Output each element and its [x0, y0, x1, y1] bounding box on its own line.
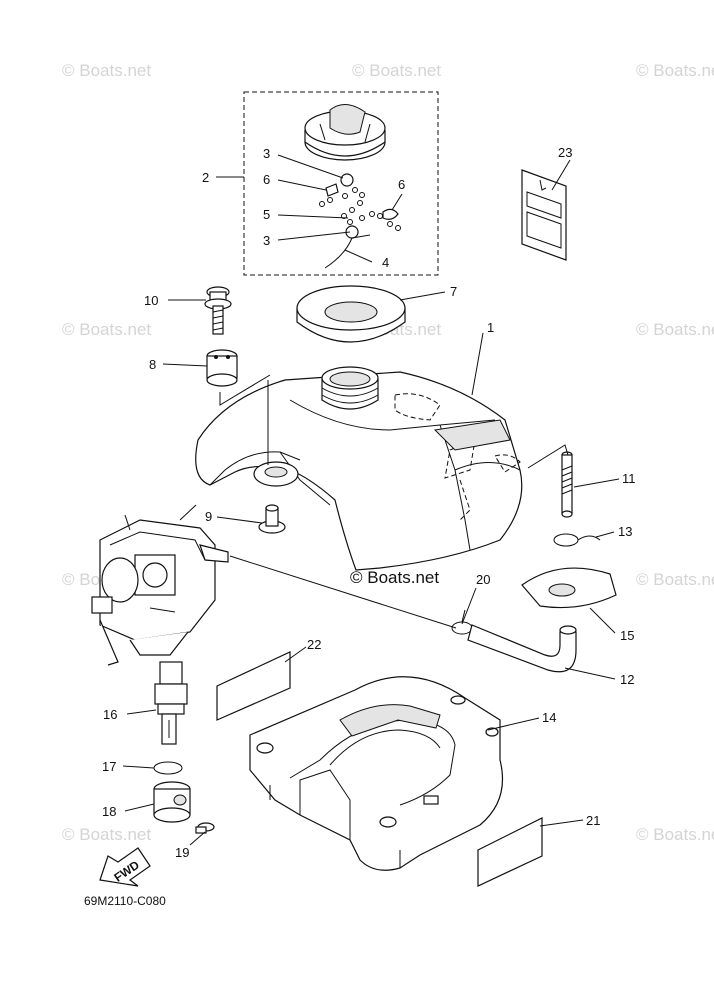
watermark: © Boats.net	[636, 61, 714, 80]
watermark: © Boats.net	[636, 825, 714, 844]
callout-1: 1	[487, 320, 494, 335]
callout-3: 3	[263, 233, 270, 248]
callout-9: 9	[205, 509, 212, 524]
callout-15: 15	[620, 628, 634, 643]
callout-6: 6	[398, 177, 405, 192]
filler-gasket	[296, 285, 406, 343]
clamp-20	[451, 609, 473, 635]
callout-19: 19	[175, 845, 189, 860]
callout-5: 5	[263, 207, 270, 222]
label-22	[216, 651, 291, 721]
callout-14: 14	[542, 710, 556, 725]
callout-18: 18	[102, 804, 116, 819]
pin-11	[561, 451, 573, 518]
hose-12	[467, 624, 577, 673]
diagram-code: 69M2110-C080	[84, 894, 166, 908]
fuel-tank	[195, 366, 523, 571]
callout-22: 22	[307, 637, 321, 652]
screw-19	[195, 822, 215, 834]
o-ring-17	[153, 761, 183, 775]
label-21	[477, 817, 543, 887]
callout-21: 21	[586, 813, 600, 828]
callout-7: 7	[450, 284, 457, 299]
callouts: 1 2 3 6 6 5 3 4 7 8 9 10 11 12 13 14 15 …	[102, 145, 636, 860]
callout-20: 20	[476, 572, 490, 587]
callout-10: 10	[144, 293, 158, 308]
watermark: © Boats.net	[636, 320, 714, 339]
grommet-8	[206, 349, 238, 387]
callout-3: 3	[263, 146, 270, 161]
cap-assembly-box	[243, 91, 439, 276]
watermark: © Boats.net	[62, 825, 151, 844]
collar-9	[258, 504, 286, 534]
watermark-main: © Boats.net	[350, 568, 439, 587]
fuel-cap	[304, 104, 386, 161]
watermark: © Boats.net	[636, 570, 714, 589]
callout-12: 12	[620, 672, 634, 687]
carburetor	[91, 504, 229, 666]
knob-16	[154, 661, 188, 745]
bolt-10	[204, 286, 232, 335]
callout-2: 2	[202, 170, 209, 185]
clip-13	[553, 533, 601, 547]
callout-23: 23	[558, 145, 572, 160]
callout-11: 11	[622, 471, 636, 486]
label-23	[521, 169, 567, 261]
cover-14	[249, 676, 504, 871]
callout-4: 4	[382, 255, 389, 270]
callout-16: 16	[103, 707, 117, 722]
watermark: © Boats.net	[62, 61, 151, 80]
watermark: © Boats.net	[352, 61, 441, 80]
callout-6: 6	[263, 172, 270, 187]
cap-chain	[319, 173, 401, 269]
callout-8: 8	[149, 357, 156, 372]
callout-13: 13	[618, 524, 632, 539]
block-18	[153, 781, 191, 823]
callout-17: 17	[102, 759, 116, 774]
watermark: © Boats.net	[62, 320, 151, 339]
plate-15	[521, 567, 617, 609]
fwd-arrow: FWD	[99, 847, 151, 887]
fuel-line	[229, 555, 457, 629]
leader-lines	[122, 154, 620, 846]
